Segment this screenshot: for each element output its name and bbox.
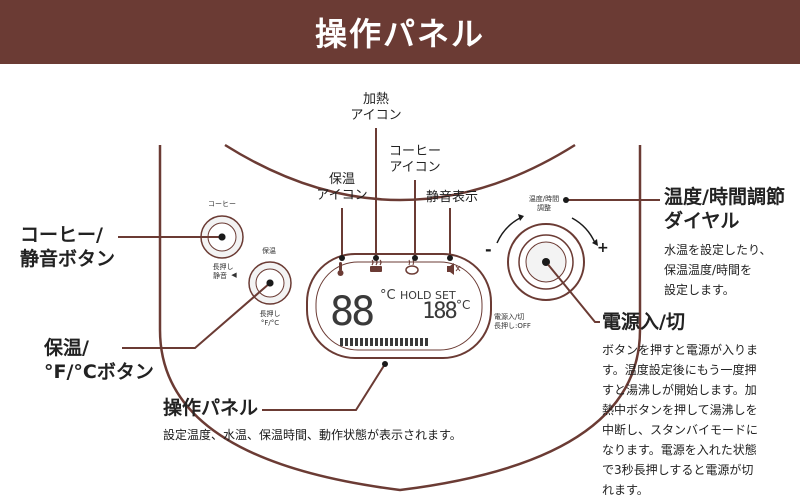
kettle-inner-arc xyxy=(224,143,576,202)
lcd-main-unit: °C xyxy=(380,288,396,303)
heat-icon-callout-line2: アイコン xyxy=(350,108,402,124)
panel-callout-desc: 設定温度、水温、保温時間、動作状態が表示されます。 xyxy=(163,428,462,442)
dial-callout-desc: 水温を設定したり、 保温温度/時間を 設定します。 xyxy=(664,240,794,300)
lcd-sub-unit: °C xyxy=(456,298,471,312)
coffee-button-callout-line2: 静音ボタン xyxy=(20,247,116,270)
dial-callout-title: 温度/時間調節 ダイヤル xyxy=(664,186,785,234)
dial-minus-sign: - xyxy=(485,240,492,259)
dial-direction-arrows xyxy=(496,214,598,246)
keep-warm-long-press-label: 長押し xyxy=(259,310,281,318)
power-desc-line-8: れます。 xyxy=(602,483,649,497)
dial-label-line1: 温度/時間 xyxy=(528,195,560,203)
power-desc-line-1: ボタンを押すと電源が入りま xyxy=(602,343,759,357)
keep-warm-button-callout-line2: °F/°Cボタン xyxy=(44,360,154,383)
dial-desc-line-2: 保温温度/時間を xyxy=(664,263,753,277)
power-callout-desc: ボタンを押すと電源が入りま す。温度設定後にもう一度押 すと湯沸しが開始します。… xyxy=(602,340,796,500)
mute-display-callout: 静音表示 xyxy=(425,190,478,205)
power-desc-line-6: なります。電源を入れた状態 xyxy=(602,443,757,457)
coffee-icon-callout: コーヒー アイコン xyxy=(380,144,450,177)
dial-desc-line-1: 水温を設定したり、 xyxy=(664,243,772,257)
dial-callout-title-line1: 温度/時間調節 xyxy=(664,186,785,208)
mute-label: 静音 xyxy=(213,272,227,280)
keep-warm-icon-callout-line2: アイコン xyxy=(316,188,368,204)
lcd-sub-digits: 188 xyxy=(422,299,458,324)
coffee-button-callout-line1: コーヒー/ xyxy=(20,224,103,246)
heat-icon-callout-line1: 加熱 xyxy=(362,92,389,107)
title-banner: 操作パネル xyxy=(0,0,800,64)
coffee-long-press-label: 長押し xyxy=(212,263,234,271)
power-desc-line-5: 中断し、スタンバイモードに xyxy=(602,423,759,437)
lcd-display-panel xyxy=(306,253,492,359)
keep-warm-icon-callout: 保温 アイコン xyxy=(312,172,372,205)
level-bar-graph xyxy=(340,338,428,346)
coffee-icon-callout-line2: アイコン xyxy=(389,160,441,176)
power-desc-line-4: 熱中ボタンを押して湯沸しを xyxy=(602,403,758,417)
dial-desc-line-3: 設定します。 xyxy=(664,283,735,297)
heat-icon-callout: 加熱 アイコン xyxy=(346,92,406,125)
power-desc-line-7: で3秒長押しすると電源が切 xyxy=(602,463,754,477)
keep-warm-icon-callout-line1: 保温 xyxy=(328,172,355,187)
unit-toggle-label: °F/°C xyxy=(260,319,280,327)
power-desc-line-2: す。温度設定後にもう一度押 xyxy=(602,363,757,377)
coffee-button-callout: コーヒー/ 静音ボタン xyxy=(20,224,115,272)
callout-dots xyxy=(218,197,569,367)
power-label-line1: 電源入/切 xyxy=(494,313,525,321)
speaker-icon: ◀ xyxy=(231,271,237,279)
dial-plus-sign: + xyxy=(597,240,609,256)
panel-callout-title: 操作パネル xyxy=(163,397,259,419)
keep-warm-button-callout-line1: 保温/ xyxy=(44,337,89,359)
kettle-outline xyxy=(158,145,642,492)
lcd-hold-set: HOLD SET xyxy=(400,289,456,302)
thermometer-icon xyxy=(337,262,344,276)
power-label-line2: 長押し:OFF xyxy=(494,322,531,330)
coffee-icon-callout-line1: コーヒー xyxy=(388,144,441,159)
keep-warm-button-label: 保温 xyxy=(262,247,276,255)
keep-warm-button-callout: 保温/ °F/°Cボタン xyxy=(44,337,154,385)
callout-lines xyxy=(118,128,660,411)
speaker-mute-icon xyxy=(447,263,461,275)
page-title: 操作パネル xyxy=(314,15,485,53)
dial-callout-title-line2: ダイヤル xyxy=(664,209,740,232)
dial-label-line2: 調整 xyxy=(537,204,551,212)
power-callout-title: 電源入/切 xyxy=(602,311,685,333)
coffee-button-label: コーヒー xyxy=(208,200,236,208)
power-desc-line-3: すと湯沸しが開始します。加 xyxy=(602,383,757,397)
lcd-main-digits: 88 xyxy=(330,289,375,335)
